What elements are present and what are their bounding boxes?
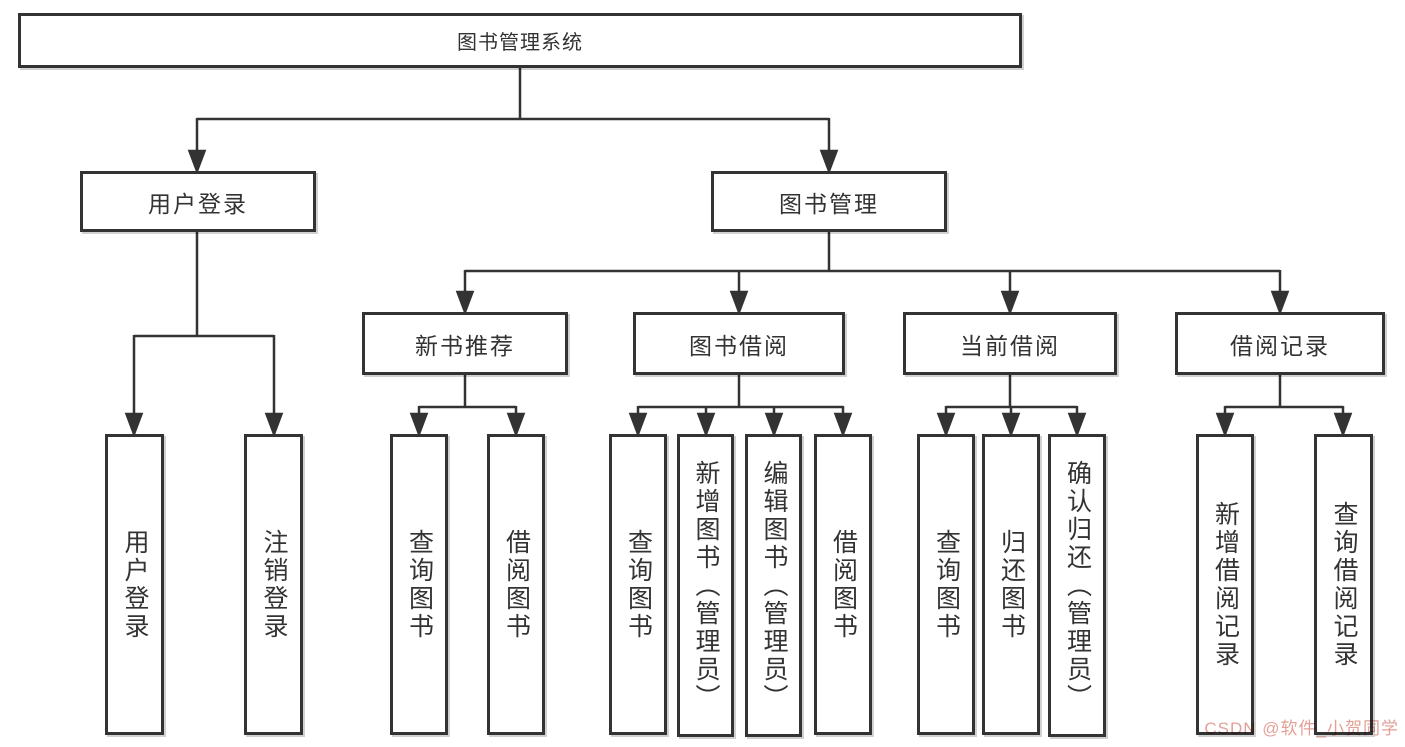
leaf-br-add-borrow-record: 新增借阅记录 (1196, 434, 1254, 735)
leaf-bb-query-books: 查询图书 (609, 434, 667, 735)
leaf-bb-add-books-admin: 新增图书（管理员） (677, 434, 734, 737)
node-new-book-recommend: 新书推荐 (362, 312, 568, 375)
leaf-nbr-query-books: 查询图书 (390, 434, 448, 735)
leaf-cb-confirm-return-admin: 确认归还（管理员） (1048, 434, 1106, 737)
connector-records-to-leaves (1215, 375, 1353, 438)
node-book-borrowing: 图书借阅 (633, 312, 845, 375)
connector-borrowing-to-leaves (628, 375, 853, 438)
leaf-bb-borrow-books: 借阅图书 (814, 434, 872, 735)
leaf-cb-query-books: 查询图书 (917, 434, 975, 735)
leaf-logout-login: 注销登录 (244, 434, 303, 735)
leaf-cb-return-books: 归还图书 (982, 434, 1040, 735)
connector-userlogin-to-leaves (124, 232, 284, 438)
node-borrowing-records: 借阅记录 (1175, 312, 1385, 375)
leaf-user-login: 用户登录 (105, 434, 164, 735)
node-current-borrowing: 当前借阅 (903, 312, 1117, 375)
leaf-nbr-borrow-books: 借阅图书 (487, 434, 545, 735)
leaf-br-query-borrow-record: 查询借阅记录 (1314, 434, 1373, 735)
connector-bookmgmt-to-level3 (455, 232, 1290, 316)
leaf-bb-edit-books-admin: 编辑图书（管理员） (745, 434, 802, 737)
connector-root-to-level2 (187, 68, 839, 175)
csdn-watermark: CSDN @软件_小贺同学 (1204, 719, 1399, 738)
node-book-management: 图书管理 (711, 171, 947, 232)
connector-newbook-to-leaves (409, 375, 526, 438)
connector-current-to-leaves (936, 375, 1087, 438)
node-user-login: 用户登录 (80, 171, 316, 232)
node-root: 图书管理系统 (18, 13, 1022, 68)
